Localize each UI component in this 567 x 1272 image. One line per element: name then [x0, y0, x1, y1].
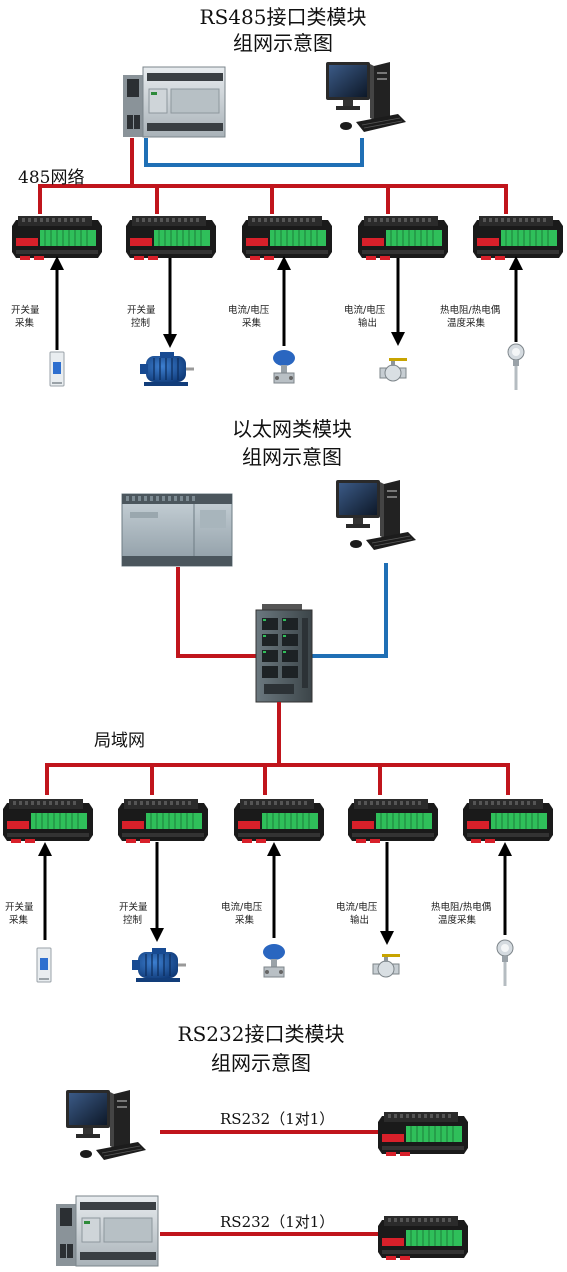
io-module [472, 215, 564, 261]
module-label: 热电阻/热电偶 [440, 304, 500, 316]
signal-arrows [38, 842, 512, 945]
rs485-bus [38, 138, 508, 214]
transmitter-icon [272, 349, 296, 384]
module-label: 控制 [131, 317, 150, 329]
module-label: 开关量 [5, 901, 34, 913]
computer-icon [335, 479, 417, 551]
module-label: 控制 [123, 914, 142, 926]
plc-icon [121, 493, 233, 567]
rs232-link-label: RS232（1对1） [220, 1110, 334, 1128]
module-label: 采集 [235, 914, 255, 926]
io-module [233, 798, 325, 844]
io-module [241, 215, 333, 261]
module-label: 电流/电压 [228, 304, 270, 316]
module-label: 电流/电压 [336, 901, 378, 913]
ethernet-title-line2: 组网示意图 [242, 445, 342, 469]
rs232-title-line1: RS232接口类模块 [178, 1022, 345, 1046]
module-label: 采集 [15, 317, 35, 329]
signal-arrows [50, 256, 523, 350]
thermometer-icon [496, 939, 514, 987]
module-label: 开关量 [11, 304, 40, 316]
switch-icon [49, 351, 65, 387]
io-module [347, 798, 439, 844]
ethernet-title-line1: 以太网类模块 [232, 417, 352, 441]
module-label: 开关量 [119, 901, 148, 913]
io-module [117, 798, 209, 844]
valve-icon [372, 953, 401, 978]
module-label: 电流/电压 [344, 304, 386, 316]
pc-link-line [144, 138, 364, 167]
io-module [377, 1111, 469, 1157]
io-module [125, 215, 217, 261]
module-label: 开关量 [127, 304, 156, 316]
plc-icon [122, 66, 226, 138]
motor-icon [130, 946, 188, 984]
switch-icon [36, 947, 52, 983]
pc-link-line [310, 563, 388, 658]
module-labels: 开关量 采集 开关量 控制 电流/电压 采集 电流/电压 输出 热电阻/热电偶 … [5, 901, 491, 926]
computer-icon [325, 61, 407, 133]
plc-link-line [176, 567, 258, 658]
rs485-network-label: 485网络 [18, 168, 84, 188]
io-module [11, 215, 103, 261]
ethernet-switch-icon [255, 603, 313, 703]
io-module [377, 1215, 469, 1261]
plc-icon [55, 1195, 159, 1267]
module-label: 温度采集 [438, 914, 477, 926]
module-row [11, 215, 564, 261]
module-label: 采集 [242, 317, 262, 329]
transmitter-icon [262, 943, 286, 978]
module-labels: 开关量 采集 开关量 控制 电流/电压 采集 电流/电压 输出 热电阻/热电偶 … [11, 304, 500, 329]
section-rs485: RS485接口类模块 组网示意图 485网络 开关量 [11, 5, 564, 391]
module-label: 电流/电压 [221, 901, 263, 913]
rs485-title-line2: 组网示意图 [233, 31, 333, 55]
module-label: 采集 [9, 914, 29, 926]
rs232-title-line2: 组网示意图 [211, 1051, 311, 1075]
section-ethernet: 以太网类模块 组网示意图 局域网 开关 [2, 417, 554, 987]
motor-icon [138, 350, 196, 388]
io-module [357, 215, 449, 261]
module-label: 输出 [350, 914, 369, 926]
rs232-link-label: RS232（1对1） [220, 1213, 334, 1231]
io-module [2, 798, 94, 844]
io-module [462, 798, 554, 844]
module-row [2, 798, 554, 844]
rs485-title-line1: RS485接口类模块 [200, 5, 367, 29]
module-label: 热电阻/热电偶 [431, 901, 491, 913]
module-label: 温度采集 [447, 317, 486, 329]
thermometer-icon [507, 343, 525, 391]
lan-bus [45, 702, 510, 795]
lan-network-label: 局域网 [94, 731, 145, 751]
section-rs232: RS232接口类模块 组网示意图 RS232（1对1） RS232（1对1） [55, 1022, 469, 1267]
valve-icon [379, 357, 408, 382]
module-label: 输出 [358, 317, 377, 329]
computer-icon [65, 1089, 147, 1161]
